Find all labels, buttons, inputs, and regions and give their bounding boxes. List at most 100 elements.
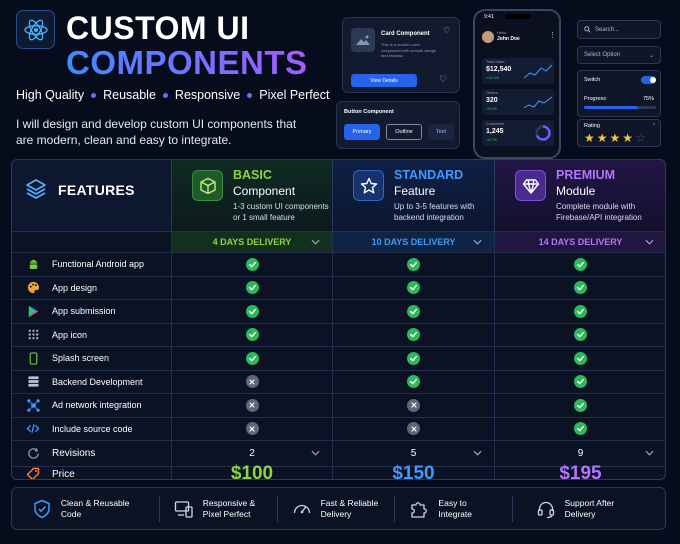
tag-list: High Quality Reusable Responsive Pixel P…: [16, 88, 329, 102]
check-icon: [407, 304, 420, 318]
phone-icon: [26, 351, 40, 365]
status-cell-standard: [333, 347, 495, 370]
settings-card: Switch Progress 75%: [577, 70, 661, 117]
table-row: Include source code: [12, 416, 665, 440]
check-icon: [245, 351, 259, 365]
table-row: App design: [12, 275, 665, 300]
heart-icon[interactable]: ♡: [443, 26, 451, 35]
card-text: This is a modern card component with smo…: [381, 42, 437, 58]
plan-desc-basic: 1-3 custom UI components or 1 small feat…: [233, 202, 329, 222]
view-details-button[interactable]: View Details: [351, 74, 417, 87]
check-icon: [574, 422, 587, 436]
stat-value: $12,540: [486, 66, 512, 73]
search-placeholder: Search...: [595, 26, 620, 33]
check-icon: [245, 257, 259, 271]
react-icon: [23, 19, 48, 40]
status-cell-standard: [333, 417, 495, 440]
plan-name-standard: STANDARD: [394, 168, 464, 182]
check-icon: [407, 328, 420, 342]
separator-dot: [91, 92, 97, 98]
feature-label: App icon: [52, 329, 88, 340]
star-icon[interactable]: ★: [596, 131, 610, 145]
select-value: Select Option: [584, 52, 621, 58]
user-name: John Doe: [497, 36, 520, 42]
chevron-down-icon: ⌄: [648, 52, 654, 59]
status-cell-basic: [172, 300, 333, 323]
cross-icon: [245, 375, 259, 389]
search-input[interactable]: Search...: [577, 20, 661, 39]
benefit-easy-to-integrate: Easy to Integrate: [395, 495, 514, 522]
status-cell-standard: [333, 323, 495, 346]
plan-sub-standard: Feature: [394, 184, 436, 198]
feature-cell: Functional Android app: [12, 253, 172, 276]
chevron-down-icon: [311, 448, 320, 459]
delivery-select-basic[interactable]: 4 DAYS DELIVERY: [172, 232, 333, 252]
separator-dot: [162, 92, 168, 98]
star-icon[interactable]: ★: [622, 131, 636, 145]
stat-label: Orders: [486, 91, 498, 95]
check-icon: [407, 281, 420, 295]
star-icon[interactable]: ☆: [635, 131, 648, 145]
feature-cell: App icon: [12, 323, 172, 346]
phone-preview: 9:41 Hello, John Doe ⋮ Total Sales $12,5…: [473, 9, 561, 159]
revisions-value: 2: [249, 448, 255, 459]
primary-button[interactable]: Primary: [344, 124, 380, 140]
headset-icon: [536, 499, 556, 519]
stat-change: +12.5%: [486, 76, 499, 80]
stat-label: Customers: [486, 122, 505, 126]
select-dropdown[interactable]: Select Option ⌄: [577, 46, 661, 64]
text-button[interactable]: Text: [428, 124, 454, 140]
status-cell-standard: [333, 300, 495, 323]
check-icon: [245, 281, 259, 295]
star-icon[interactable]: ★: [609, 131, 623, 145]
toggle-switch[interactable]: [641, 76, 656, 84]
delivery-select-standard[interactable]: 10 DAYS DELIVERY: [333, 232, 495, 252]
feature-label: Functional Android app: [52, 259, 145, 270]
status-cell-basic: [172, 370, 333, 393]
progress-label: Progress: [584, 96, 607, 102]
palette-icon: [26, 281, 40, 295]
star-rating[interactable]: ★★★★☆: [584, 131, 648, 145]
benefit-fast-reliable-delivery: Fast & Reliable Delivery: [278, 495, 396, 522]
plan-name-premium: PREMIUM: [556, 168, 616, 182]
rating-label: Rating: [584, 123, 600, 129]
check-icon: [407, 351, 420, 365]
status-cell-premium: [495, 277, 665, 300]
feature-label: App design: [52, 282, 98, 293]
status-cell-premium: [495, 324, 665, 347]
grid-icon: [26, 328, 40, 342]
plan-sub-premium: Module: [556, 184, 596, 198]
feature-cell: Ad network integration: [12, 394, 172, 417]
revisions-select-premium[interactable]: 9: [495, 441, 665, 466]
status-cell-basic: [172, 417, 333, 440]
revisions-select-standard[interactable]: 5: [333, 441, 495, 466]
status-cell-standard: [333, 370, 495, 393]
price-premium: $195: [495, 463, 665, 479]
benefit-label: Easy to Integrate: [438, 497, 472, 519]
outline-button[interactable]: Outline: [386, 124, 422, 140]
check-icon: [574, 398, 587, 412]
progress-fill: [584, 106, 638, 109]
network-icon: [26, 398, 40, 412]
status-cell-premium: [495, 394, 665, 417]
benefit-label: Clean & Reusable Code: [60, 497, 130, 519]
star-icon[interactable]: ★: [584, 131, 597, 145]
delivery-select-premium[interactable]: 14 DAYS DELIVERY: [495, 232, 665, 252]
feature-cell: App design: [12, 276, 172, 299]
avatar: [482, 31, 494, 43]
stat-value: 1,245: [486, 128, 504, 135]
favorite-icon[interactable]: ♡: [439, 74, 448, 84]
table-row: App icon: [12, 322, 665, 347]
trend-chart-icon: [524, 64, 552, 79]
tag-icon: [26, 467, 40, 479]
plan-desc-standard: Up to 3-5 features with backend integrat…: [394, 202, 475, 222]
phone-notch: [505, 14, 531, 19]
revisions-select-basic[interactable]: 2: [172, 441, 333, 466]
pricing-table: FEATURES BASIC Component 1-3 custom UI c…: [11, 159, 666, 480]
stat-card-orders: Orders 320 +8.2%: [482, 89, 554, 115]
more-icon[interactable]: ⋮: [549, 32, 556, 39]
play-store-icon: [26, 304, 40, 318]
stat-value: 320: [486, 97, 498, 104]
phone-time: 9:41: [484, 14, 494, 20]
